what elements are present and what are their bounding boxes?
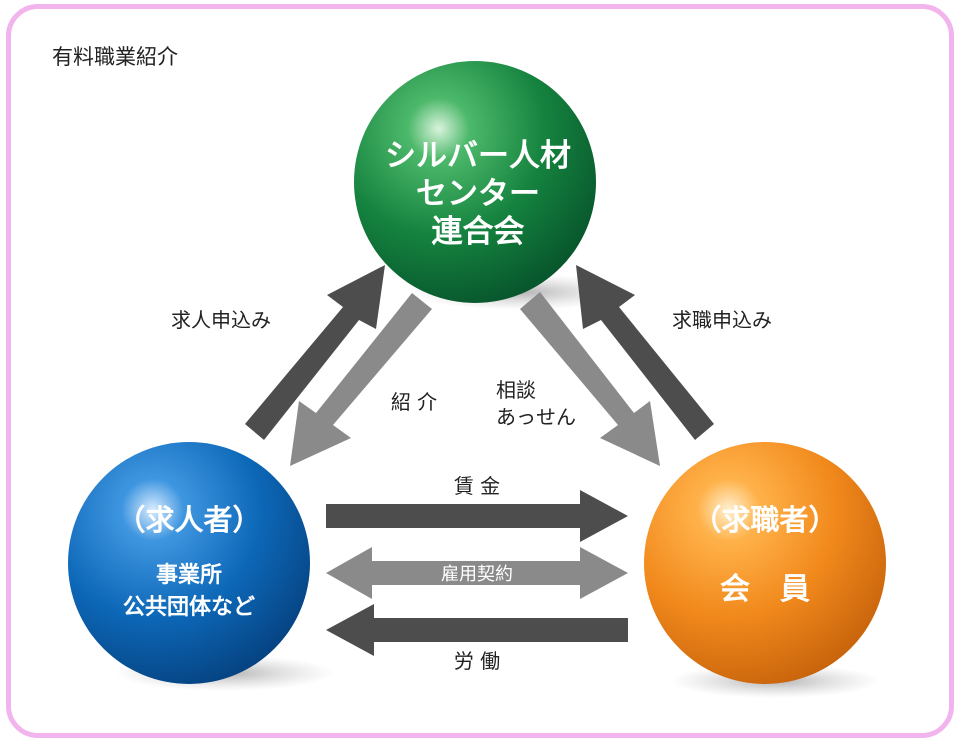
jobseeker-ball (644, 442, 886, 684)
diagram-title: 有料職業紹介 (52, 45, 178, 69)
job-offer-label: 求人申込み (171, 308, 271, 332)
job-offer-arrow (245, 265, 385, 440)
employer-label-line2: 公共団体など (123, 595, 255, 620)
employer-heading: （求人者） (116, 503, 261, 537)
job-application-arrow (576, 265, 714, 440)
consult-label-line2: あっせん (496, 405, 576, 429)
employer-ball (68, 442, 310, 684)
job-application-label: 求職申込み (672, 308, 772, 332)
contract-arrow (326, 547, 628, 599)
wage-arrow (326, 490, 628, 542)
consult-arrow (520, 292, 660, 466)
center-ball (354, 61, 596, 303)
center-label-line2: センター (416, 176, 540, 212)
employer-label-line1: 事業所 (156, 562, 222, 588)
jobseeker-heading: （求職者） (692, 503, 837, 537)
center-label-line3: 連合会 (432, 214, 525, 250)
referral-arrow (290, 293, 432, 466)
referral-label: 紹 介 (391, 390, 437, 414)
consult-label-line1: 相談 (496, 378, 536, 402)
labor-arrow (326, 604, 628, 656)
labor-label: 労 働 (454, 649, 500, 673)
center-label-line1: シルバー人材 (385, 138, 571, 174)
jobseeker-label-line1: 会 員 (720, 572, 810, 607)
wage-label: 賃 金 (454, 474, 500, 498)
contract-label: 雇用契約 (441, 564, 513, 585)
